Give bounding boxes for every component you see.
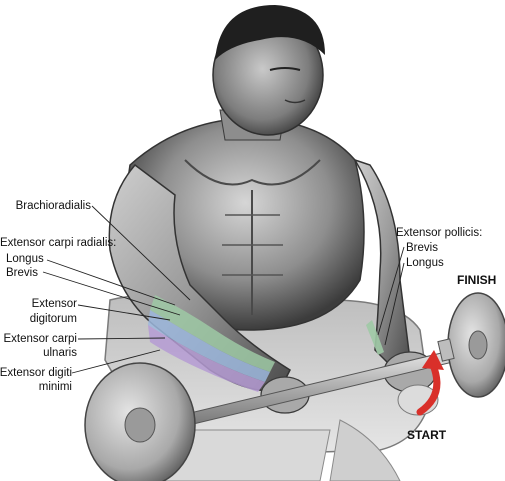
label-extensor-pollicis: Extensor pollicis: [396, 227, 483, 239]
label-extensor-carpi-radialis: Extensor carpi radialis: [0, 237, 117, 249]
head [212, 5, 325, 136]
label-extensor-digiti-minimi-line2: minimi [38, 381, 72, 393]
label-extensor-digiti-minimi-line1: Extensor digiti [0, 367, 72, 379]
label-extensor-carpi-ulnaris-line1: Extensor carpi [3, 333, 77, 345]
leader-lines [42, 205, 405, 374]
label-start: START [407, 428, 447, 442]
barbell-icon [84, 292, 505, 481]
label-brevis-left: Brevis [6, 267, 38, 279]
label-brachioradialis: Brachioradialis [15, 200, 91, 212]
label-longus-left: Longus [6, 253, 44, 265]
curved-up-arrow-icon [416, 350, 444, 416]
label-extensor-digitorum-line2: digitorum [29, 313, 77, 325]
label-finish: FINISH [457, 273, 497, 287]
label-extensor-carpi-ulnaris-line2: ulnaris [43, 347, 77, 359]
label-extensor-digitorum-line1: Extensor [31, 298, 77, 310]
label-longus-right: Longus [406, 257, 444, 269]
label-brevis-right: Brevis [406, 242, 438, 254]
